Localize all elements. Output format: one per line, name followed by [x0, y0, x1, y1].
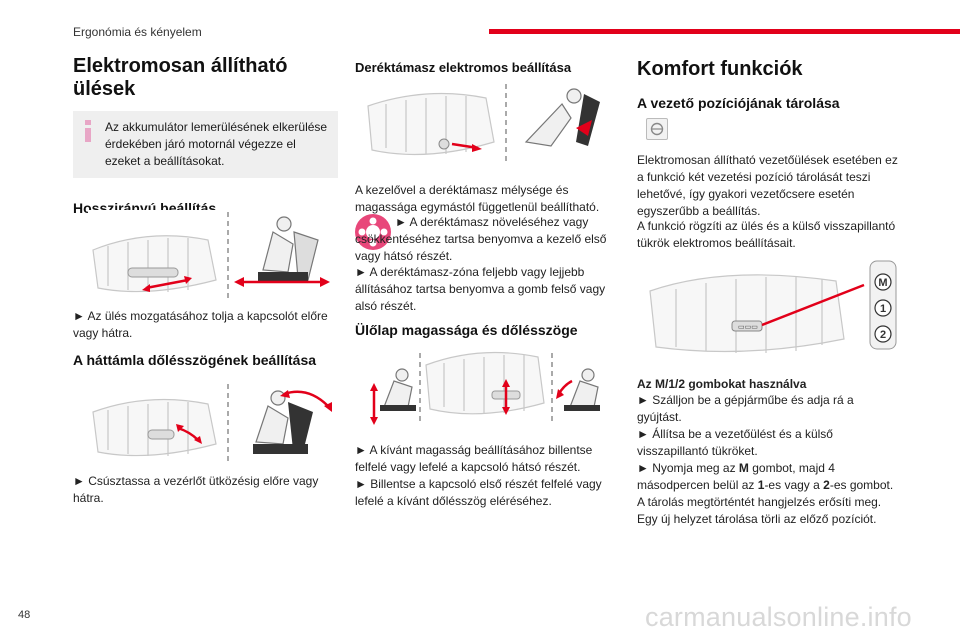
info-box: Az akkumulátor lemerülésének elkerülése … — [73, 111, 338, 178]
text-memory-2: A funkció rögzíti az ülés és a külső vis… — [637, 219, 896, 250]
lumbar-illustration — [366, 82, 606, 166]
memory-button-1: 1 — [880, 303, 886, 315]
steering-wheel-icon — [646, 118, 668, 140]
heading-backrest: A háttámla dőlésszögének beállítása — [73, 352, 317, 368]
text-memory-1: Elektromosan állítható vezetőülések eset… — [637, 153, 898, 218]
lumbar-control-icon — [355, 214, 391, 250]
seat-longitudinal-illustration — [88, 210, 338, 302]
text-longitudinal: ► Az ülés mozgatásához tolja a kapcsolót… — [73, 309, 328, 340]
heading-cushion: Ülőlap magassága és dőlésszöge — [355, 322, 578, 338]
cushion-illustration — [360, 345, 608, 425]
heading-lumbar: Deréktámasz elektromos beállítása — [355, 60, 572, 75]
section-title-comfort: Komfort funkciók — [637, 58, 803, 80]
info-icon — [85, 120, 91, 142]
svg-text:▭▭▭: ▭▭▭ — [738, 324, 758, 331]
header-accent-bar — [489, 29, 960, 34]
text-backrest: ► Csúsztassa a vezérlőt ütközésig előre … — [73, 474, 319, 505]
text-using-4: A tárolás megtörténtét hangjelzés erősít… — [637, 495, 882, 509]
text-using-3: ► Nyomja meg az M gombot, majd 4 másodpe… — [637, 461, 894, 492]
text-lumbar-2: ► A deréktámasz növeléséhez vagy csökken… — [355, 215, 607, 263]
memory-button-m: M — [878, 277, 887, 289]
heading-memory: A vezető pozíciójának tárolása — [637, 95, 840, 111]
text-lumbar-3: ► A deréktámasz-zóna feljebb vagy lejjeb… — [355, 265, 606, 313]
section-header: Ergonómia és kényelem — [73, 25, 202, 39]
heading-using: Az M/1/2 gombokat használva — [637, 377, 807, 391]
text-cushion-1: ► A kívánt magasság beállításához billen… — [355, 443, 593, 474]
seat-backrest-illustration — [88, 382, 338, 464]
text-lumbar-1: A kezelővel a deréktámasz mélysége és ma… — [355, 183, 600, 214]
info-text: Az akkumulátor lemerülésének elkerülése … — [105, 120, 328, 168]
memory-buttons-illustration: ▭▭▭ M 1 2 — [646, 255, 900, 360]
page-number: 48 — [18, 609, 31, 621]
text-using-1: ► Szálljon be a gépjárműbe és adja rá a … — [637, 393, 854, 424]
text-cushion-2: ► Billentse a kapcsoló első részét felfe… — [355, 477, 602, 508]
text-using-2: ► Állítsa be a vezetőülést és a külső vi… — [637, 427, 833, 458]
watermark: carmanualsonline.info — [645, 602, 912, 632]
page-title: Elektromosan állítható ülések — [73, 55, 288, 100]
memory-button-2: 2 — [880, 329, 886, 341]
text-using-5: Egy új helyzet tárolása törli az előző p… — [637, 512, 877, 526]
column-1: Elektromosan állítható ülések Az akkumul… — [73, 55, 338, 216]
